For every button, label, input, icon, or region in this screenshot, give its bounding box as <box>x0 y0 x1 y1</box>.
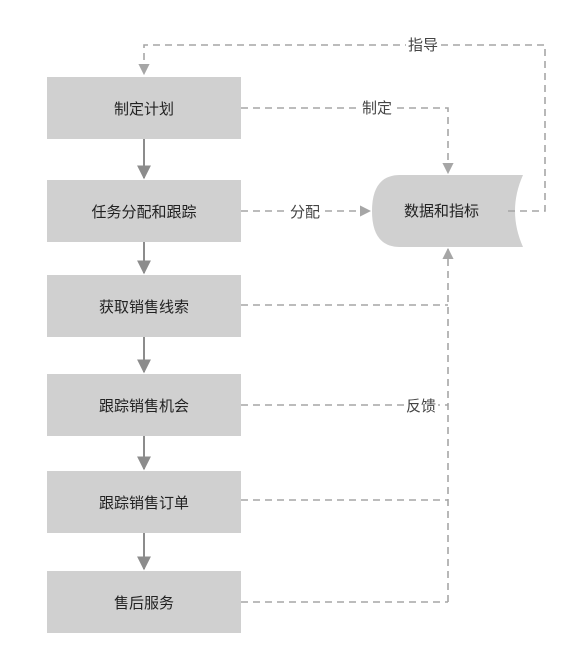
step-box-leads[interactable]: 获取销售线索 <box>47 275 241 337</box>
edge-label-define: 制定 <box>360 99 395 117</box>
datastore-label[interactable]: 数据和指标 <box>404 202 480 220</box>
step-box-aftersales[interactable]: 售后服务 <box>47 571 241 633</box>
step-box-assign[interactable]: 任务分配和跟踪 <box>47 180 241 242</box>
edge-define <box>241 107 454 175</box>
step-box-plan[interactable]: 制定计划 <box>47 77 241 139</box>
datastore-cylinder <box>372 175 523 247</box>
edge-label-assign: 分配 <box>288 203 323 221</box>
edge-guide <box>138 44 546 212</box>
edge-label-guide: 指导 <box>406 36 441 54</box>
step-box-orders[interactable]: 跟踪销售订单 <box>47 471 241 533</box>
edge-label-feedback: 反馈 <box>404 397 439 415</box>
step-box-opportunity[interactable]: 跟踪销售机会 <box>47 374 241 436</box>
